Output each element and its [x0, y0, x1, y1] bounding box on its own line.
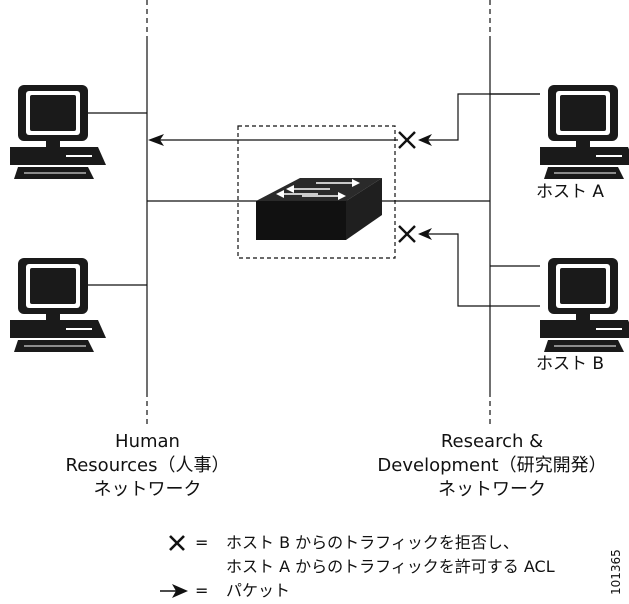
switch-icon [256, 178, 382, 240]
legend-x-icon [169, 535, 185, 551]
legend-x-text-line1: ホスト B からのトラフィックを拒否し、 [226, 533, 519, 552]
hr-network-label: Human Resources（人事） ネットワーク [50, 430, 245, 502]
hr-network-label-line3: ネットワーク [93, 479, 202, 500]
host-a-packet-arrowhead [418, 134, 432, 146]
acl-x-icon-host-a [398, 131, 416, 149]
legend-arrow-equals: = [195, 581, 209, 600]
hr-computer-2-icon [9, 257, 107, 353]
legend-x-text-line2: ホスト A からのトラフィックを許可する ACL [226, 557, 555, 576]
figure-id: 101365 [609, 549, 623, 595]
rd-network-label-line2: Development（研究開発） [377, 455, 607, 476]
legend-x-equals: = [195, 533, 209, 552]
hr-network-label-line1: Human [115, 431, 180, 452]
host-a-label: ホスト A [536, 182, 605, 202]
hr-network-label-line2: Resources（人事） [65, 455, 230, 476]
acl-x-icon-host-b [398, 225, 416, 243]
host-b-packet-path [420, 233, 540, 307]
rd-network-label-line1: Research & [440, 431, 544, 452]
host-b-label: ホスト B [536, 354, 605, 374]
host-b-packet-arrowhead [418, 228, 432, 240]
hr-computer-1-icon [9, 84, 107, 180]
allowed-packet-arrowhead [148, 134, 164, 146]
host-b-computer-icon [539, 257, 629, 353]
rd-network-label: Research & Development（研究開発） ネットワーク [362, 430, 622, 502]
host-a-computer-icon [539, 84, 629, 180]
legend-arrow-icon [160, 584, 188, 598]
acl-boundary-box [237, 125, 396, 259]
rd-network-label-line3: ネットワーク [438, 479, 546, 500]
legend-arrow-text: パケット [226, 581, 291, 600]
host-a-packet-path [420, 93, 540, 141]
